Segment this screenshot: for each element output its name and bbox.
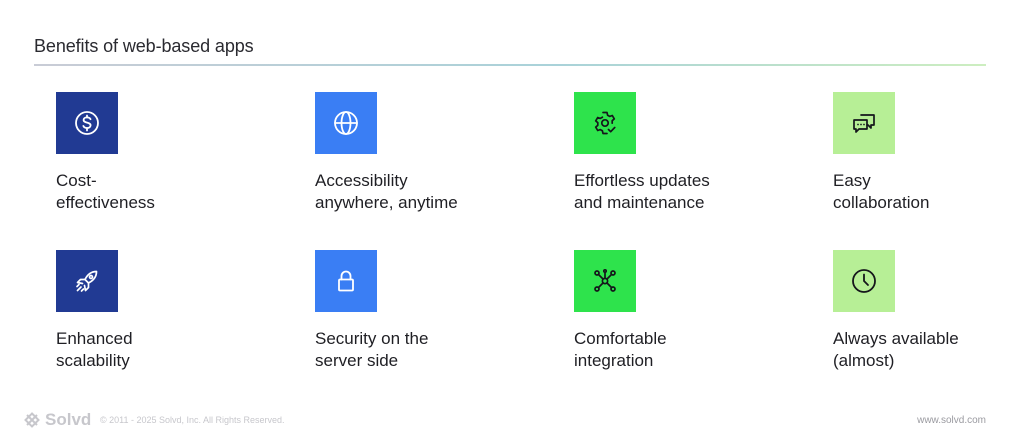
label-line: scalability (56, 351, 130, 370)
network-icon (594, 268, 616, 292)
tile-scalability (56, 250, 118, 312)
solvd-logo: Solvd (24, 410, 91, 430)
globe-icon (334, 111, 358, 135)
tile-security (315, 250, 377, 312)
tile-availability (833, 250, 895, 312)
tile-accessibility (315, 92, 377, 154)
label-line: Always available (833, 329, 959, 348)
dollar-icon (75, 111, 99, 135)
lock-icon (338, 270, 354, 292)
rocket-icon (76, 270, 98, 292)
label-line: Security on the (315, 329, 429, 348)
label-line: Cost- (56, 171, 97, 190)
label-security: Security on the server side (315, 328, 515, 372)
tile-updates (574, 92, 636, 154)
brand-name: Solvd (45, 410, 92, 429)
label-line: Comfortable (574, 329, 667, 348)
label-line: Accessibility (315, 171, 408, 190)
label-line: (almost) (833, 351, 895, 370)
label-cost-effectiveness: Cost- effectiveness (56, 170, 256, 214)
label-line: effectiveness (56, 193, 155, 212)
tile-integration (574, 250, 636, 312)
chat-bubbles-icon (853, 114, 875, 133)
label-line: anywhere, anytime (315, 193, 458, 212)
label-line: Easy (833, 171, 871, 190)
label-line: server side (315, 351, 399, 370)
title-divider (34, 64, 986, 66)
label-accessibility: Accessibility anywhere, anytime (315, 170, 515, 214)
tile-collaboration (833, 92, 895, 154)
website-url: www.solvd.com (917, 415, 986, 426)
solvd-logo-icon (24, 412, 40, 428)
label-line: integration (574, 351, 654, 370)
label-line: collaboration (833, 193, 930, 212)
page-title: Benefits of web-based apps (34, 36, 254, 56)
label-line: Effortless updates (574, 171, 710, 190)
label-line: Enhanced (56, 329, 133, 348)
gear-refresh-icon (594, 111, 616, 135)
label-availability: Always available (almost) (833, 328, 1024, 372)
label-scalability: Enhanced scalability (56, 328, 256, 372)
label-line: and maintenance (574, 193, 705, 212)
label-collaboration: Easy collaboration (833, 170, 1024, 214)
copyright-text: © 2011 - 2025 Solvd, Inc. All Rights Res… (100, 415, 285, 425)
label-integration: Comfortable integration (574, 328, 774, 372)
label-updates: Effortless updates and maintenance (574, 170, 774, 214)
tile-cost-effectiveness (56, 92, 118, 154)
clock-icon (852, 269, 876, 293)
